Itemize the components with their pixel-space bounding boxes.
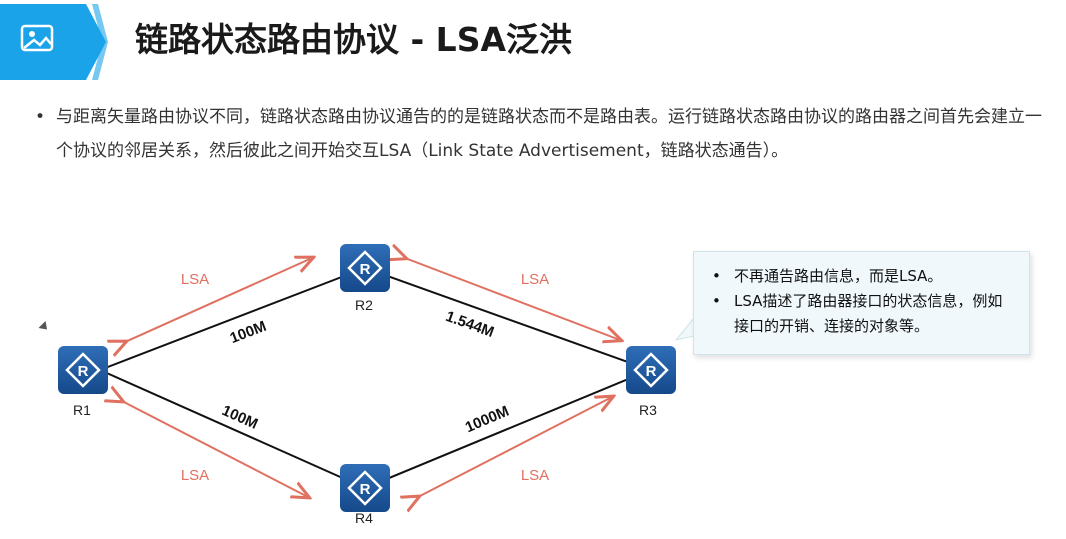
svg-text:R: R	[646, 363, 657, 380]
callout-item: • 不再通告路由信息，而是LSA。	[712, 264, 1015, 289]
svg-text:R: R	[78, 363, 89, 380]
lsa-label: LSA	[181, 271, 209, 288]
router-r4[interactable]: R	[340, 464, 390, 512]
lsa-arrow-r4-r3	[418, 397, 612, 497]
image-icon	[20, 24, 54, 52]
link-r1-r4	[99, 369, 366, 489]
callout-pointer	[674, 316, 695, 341]
bullet-marker: •	[712, 292, 721, 310]
router-icon: R	[633, 352, 669, 388]
svg-text:R: R	[360, 481, 371, 498]
lsa-arrow-r2-r3	[405, 258, 620, 340]
link-r2-r3	[364, 267, 651, 371]
lsa-arrow-r1-r4	[122, 401, 308, 497]
bullet-marker: •	[712, 267, 721, 285]
router-icon: R	[347, 250, 383, 286]
callout-item: • LSA描述了路由器接口的状态信息，例如接口的开销、连接的对象等。	[712, 289, 1015, 339]
lsa-label: LSA	[181, 467, 209, 484]
router-icon: R	[347, 470, 383, 506]
network-diagram: LSA LSA LSA LSA 100M 1.544M 100M 1000M R…	[58, 225, 695, 526]
router-r2[interactable]: R	[340, 244, 390, 292]
page-title: 链路状态路由协议 - LSA泛洪	[135, 20, 573, 59]
router-label-r3: R3	[639, 402, 657, 418]
router-label-r1: R1	[73, 402, 91, 418]
callout-item-text: LSA描述了路由器接口的状态信息，例如接口的开销、连接的对象等。	[734, 292, 1003, 335]
router-label-r2: R2	[355, 297, 373, 313]
callout-note: • 不再通告路由信息，而是LSA。 • LSA描述了路由器接口的状态信息，例如接…	[693, 251, 1030, 355]
lsa-label: LSA	[521, 271, 549, 288]
svg-text:R: R	[360, 261, 371, 278]
link-r1-r2	[99, 267, 366, 371]
router-label-r4: R4	[355, 510, 373, 526]
bandwidth-label: 100M	[219, 402, 260, 433]
router-icon: R	[65, 352, 101, 388]
bullet-marker: •	[34, 107, 46, 127]
intro-text: 与距离矢量路由协议不同，链路状态路由协议通告的的是链路状态而不是路由表。运行链路…	[56, 107, 1042, 161]
header-icon-tab	[0, 4, 108, 80]
router-r3[interactable]: R	[626, 346, 676, 394]
callout-item-text: 不再通告路由信息，而是LSA。	[734, 267, 943, 285]
router-r1[interactable]: R	[58, 346, 108, 394]
lsa-arrow-r1-r2	[125, 258, 312, 342]
intro-paragraph: • 与距离矢量路由协议不同，链路状态路由协议通告的的是链路状态而不是路由表。运行…	[28, 100, 1048, 168]
link-r4-r3	[364, 369, 651, 489]
lsa-label: LSA	[521, 467, 549, 484]
bandwidth-label: 100M	[228, 318, 269, 347]
